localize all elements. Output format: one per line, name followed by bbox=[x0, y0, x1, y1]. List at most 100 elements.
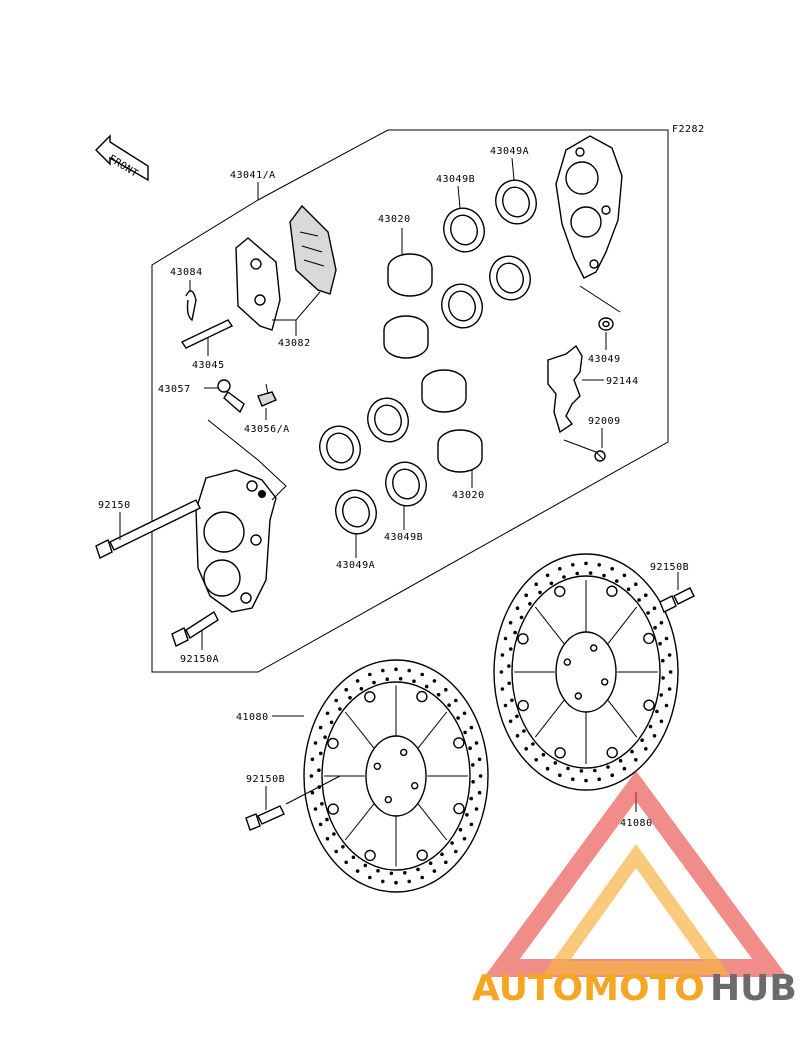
disc-vent-hole bbox=[558, 567, 562, 571]
disc-vent-hole bbox=[348, 695, 352, 700]
disc-vent-hole bbox=[323, 735, 327, 739]
piston-bot-2 bbox=[437, 429, 483, 473]
disc-vent-hole bbox=[325, 711, 330, 716]
pad-pin-43045 bbox=[180, 319, 234, 349]
disc-vent-hole bbox=[541, 752, 546, 757]
disc-vent-hole bbox=[454, 849, 458, 854]
disc-vent-hole bbox=[515, 606, 520, 610]
disc-vent-hole bbox=[436, 692, 441, 697]
seal-ring-4 bbox=[441, 283, 483, 329]
disc-spoke bbox=[534, 700, 565, 738]
disc-vent-hole bbox=[471, 763, 475, 767]
pad-spring-92144 bbox=[547, 344, 583, 434]
disc-vent-hole bbox=[531, 742, 535, 746]
disc-vent-hole bbox=[584, 778, 588, 783]
callout-92150: 92150 bbox=[98, 500, 131, 511]
disc-vent-hole bbox=[509, 647, 513, 651]
disc-vent-hole bbox=[534, 582, 538, 586]
disc-vent-hole bbox=[646, 611, 650, 615]
bolt-92150B-right bbox=[659, 587, 695, 613]
disc-vent-hole bbox=[309, 774, 314, 778]
disc-vent-hole bbox=[655, 709, 659, 714]
disc-vent-hole bbox=[394, 667, 398, 672]
disc-vent-hole bbox=[412, 679, 416, 683]
disc-vent-hole bbox=[351, 855, 356, 860]
disc-vent-hole bbox=[562, 575, 566, 579]
callout-92150A: 92150A bbox=[180, 654, 219, 665]
disc-vent-hole bbox=[355, 869, 360, 873]
callout-43056: 43056/A bbox=[244, 424, 290, 435]
callout-43049A-bottom: 43049A bbox=[336, 560, 375, 571]
callout-43049A-top: 43049A bbox=[490, 146, 529, 157]
disc-vent-hole bbox=[637, 598, 641, 602]
disc-vent-hole bbox=[469, 725, 474, 730]
seal-ring-3 bbox=[489, 255, 531, 301]
disc-vent-hole bbox=[508, 620, 513, 625]
disc-vent-hole bbox=[528, 602, 532, 606]
disc-vent-hole bbox=[545, 766, 550, 771]
disc-vent-hole bbox=[329, 720, 334, 725]
watermark-brand-part1: AUTOMOTO bbox=[472, 968, 705, 1009]
disc-vent-hole bbox=[471, 780, 475, 784]
disc-vent-hole bbox=[634, 582, 638, 586]
disc-vent-hole bbox=[398, 676, 403, 681]
assembly-frame bbox=[151, 129, 669, 673]
disc-vent-hole bbox=[313, 741, 318, 745]
disc-vent-hole bbox=[659, 719, 664, 724]
disc-vent-hole bbox=[458, 827, 463, 832]
disc-vent-hole bbox=[661, 658, 665, 663]
disc-vent-hole bbox=[575, 571, 579, 576]
disc-rivet bbox=[453, 737, 465, 749]
disc-vent-hole bbox=[334, 698, 339, 703]
disc-hub-hole bbox=[563, 658, 571, 666]
disc-vent-hole bbox=[644, 593, 648, 597]
brake-pad-right bbox=[289, 204, 337, 295]
disc-vent-hole bbox=[507, 664, 511, 668]
disc-hub-hole bbox=[590, 644, 598, 652]
disc-vent-hole bbox=[667, 653, 672, 657]
disc-vent-hole bbox=[515, 734, 520, 738]
disc-vent-hole bbox=[432, 869, 437, 873]
disc-vent-hole bbox=[338, 707, 342, 711]
disc-vent-hole bbox=[668, 670, 673, 674]
callout-43041: 43041/A bbox=[230, 170, 276, 181]
callout-43049B-top: 43049B bbox=[436, 174, 475, 185]
disc-vent-hole bbox=[626, 587, 631, 592]
disc-vent-hole bbox=[602, 573, 606, 578]
disc-vent-hole bbox=[630, 749, 634, 754]
disc-rivet bbox=[364, 691, 376, 703]
disc-vent-hole bbox=[622, 573, 627, 578]
disc-vent-hole bbox=[664, 703, 669, 708]
disc-rivet bbox=[453, 802, 465, 815]
disc-vent-hole bbox=[503, 703, 508, 708]
disc-vent-hole bbox=[428, 861, 433, 865]
disc-vent-hole bbox=[319, 751, 323, 756]
disc-spoke bbox=[607, 700, 638, 738]
disc-vent-hole bbox=[334, 849, 339, 854]
piston-top-1 bbox=[387, 253, 433, 297]
disc-vent-hole bbox=[652, 734, 657, 738]
seal-ring-1 bbox=[495, 179, 537, 225]
disc-vent-hole bbox=[571, 563, 575, 567]
watermark-triangle-icon bbox=[484, 770, 788, 977]
disc-vent-hole bbox=[313, 807, 318, 811]
disc-vent-hole bbox=[549, 581, 554, 586]
disc-vent-hole bbox=[454, 698, 458, 703]
callout-92009: 92009 bbox=[588, 416, 621, 427]
callout-92150B-right: 92150B bbox=[650, 562, 689, 573]
disc-vent-hole bbox=[614, 579, 619, 583]
figure-code: F2282 bbox=[672, 124, 705, 135]
disc-vent-hole bbox=[510, 698, 514, 703]
disc-rivet bbox=[606, 585, 618, 597]
disc-vent-hole bbox=[658, 641, 662, 646]
disc-vent-hole bbox=[432, 679, 437, 683]
disc-vent-hole bbox=[478, 774, 483, 778]
disc-rivet bbox=[416, 849, 428, 861]
disc-vent-hole bbox=[381, 879, 385, 884]
seal-ring-5 bbox=[367, 397, 409, 443]
bleeder-cap-43057 bbox=[217, 379, 245, 414]
callout-43049: 43049 bbox=[588, 354, 621, 365]
disc-vent-hole bbox=[344, 860, 349, 865]
disc-vent-hole bbox=[407, 879, 412, 884]
